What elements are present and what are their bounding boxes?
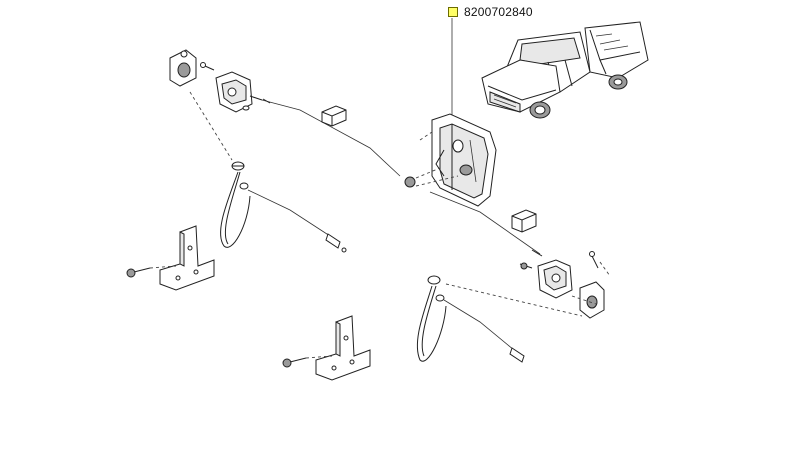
lower-rod: [429, 191, 543, 257]
pickup-truck-illustration: [481, 21, 649, 119]
upper-left-latch-assembly: [169, 49, 401, 177]
highlight-swatch: [448, 7, 458, 17]
lower-center-bracket: [282, 315, 371, 381]
part-callout[interactable]: 8200702840: [448, 5, 533, 19]
lower-left-bracket: [126, 225, 215, 291]
part-number-label: 8200702840: [464, 5, 533, 19]
right-cable-strap: [416, 275, 583, 363]
tailgate-handle[interactable]: [431, 113, 497, 207]
center-fastener: [404, 131, 459, 188]
left-cable-strap: [220, 161, 347, 253]
lower-right-latch-assembly: [519, 251, 611, 319]
rubber-pad-upper: [321, 105, 347, 127]
rubber-pad-lower: [511, 209, 537, 233]
